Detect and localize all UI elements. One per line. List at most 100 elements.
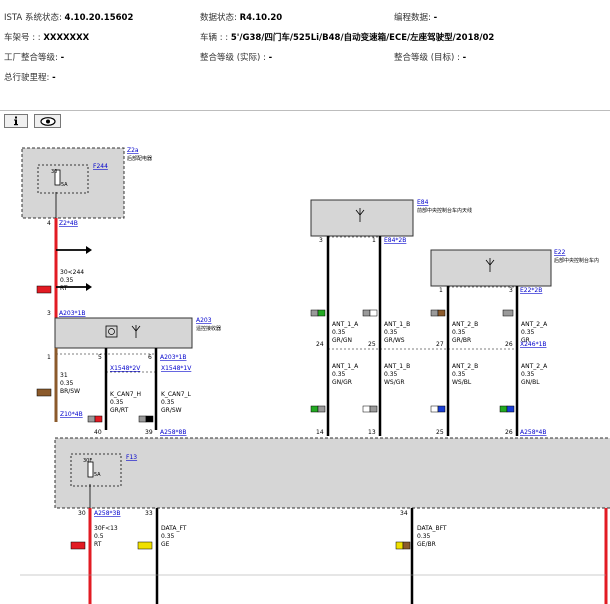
x246-pin-27: 27 bbox=[436, 341, 444, 348]
total-mileage: 总行驶里程: - bbox=[4, 73, 56, 83]
wire-color-swatch bbox=[499, 405, 508, 413]
wire-ant-2-b-name: ANT_2_B bbox=[452, 321, 478, 328]
wire-31-size: 0.35 bbox=[60, 380, 74, 387]
e22-pin-3: 3 bbox=[509, 287, 513, 294]
f244-fuse-frame bbox=[37, 164, 89, 194]
wire-30-244-color: RT bbox=[60, 285, 68, 292]
wire-31-color: BR/SW bbox=[60, 388, 80, 395]
wire-ant-1-a-size: 0.35 bbox=[332, 329, 346, 336]
wire-color-swatch bbox=[502, 309, 514, 317]
f13-fuse-icon bbox=[87, 461, 94, 478]
wire-color-swatch bbox=[36, 285, 52, 294]
wire-ant-2-a-lower-color: GN/BL bbox=[521, 379, 540, 386]
e22-id-link[interactable]: E22 bbox=[554, 249, 566, 256]
a203-connector-out-link[interactable]: A203*1B bbox=[160, 354, 187, 361]
e22-module-box[interactable] bbox=[430, 249, 552, 287]
e84-connector-link[interactable]: E84*2B bbox=[384, 237, 406, 244]
antenna-icon bbox=[355, 208, 365, 222]
a203-id-link[interactable]: A203 bbox=[196, 317, 212, 324]
a258-module-box[interactable] bbox=[54, 437, 610, 509]
header-divider bbox=[0, 110, 610, 111]
wire-30f-13-size: 0.5 bbox=[94, 533, 104, 540]
e84-id-link[interactable]: E84 bbox=[417, 199, 429, 206]
x1548-h-link[interactable]: X1548*2V bbox=[110, 365, 141, 372]
z10-connector-link[interactable]: Z10*4B bbox=[60, 411, 83, 418]
wire-30-244-name: 30<244 bbox=[60, 269, 84, 276]
wire-ant-2-b-lower-color: WS/BL bbox=[452, 379, 472, 386]
f244-pin: 30 bbox=[51, 169, 57, 175]
x246-connector-link[interactable]: X246*1B bbox=[520, 341, 547, 348]
wire-color-swatch bbox=[402, 541, 411, 550]
wire-color-swatch bbox=[437, 405, 446, 413]
wire-color-swatch bbox=[506, 405, 515, 413]
wire-ant-1-a-lower-color: GN/GR bbox=[332, 379, 352, 386]
wire-ant-1-b-lower-name: ANT_1_B bbox=[384, 363, 410, 370]
wire-color-swatch bbox=[36, 388, 52, 397]
a203-pin-in: 3 bbox=[47, 310, 51, 317]
wire-color-swatch bbox=[317, 309, 326, 317]
a258-connector-b-link[interactable]: A258*4B bbox=[520, 429, 547, 436]
wire-ant-2-a-lower-name: ANT_2_A bbox=[521, 363, 548, 370]
wire-k-can7-h-color: GR/RT bbox=[110, 407, 129, 414]
ista-status: ISTA 系统状态: 4.10.20.15602 bbox=[4, 13, 134, 23]
wire-data-ft-name: DATA_FT bbox=[161, 525, 187, 532]
info-button[interactable] bbox=[4, 114, 28, 128]
e22-connector-link[interactable]: E22*2B bbox=[520, 287, 542, 294]
a203-connector-in-link[interactable]: A203*1B bbox=[59, 310, 86, 317]
a203-module-box[interactable] bbox=[54, 317, 193, 349]
wire-ant-2-b-lower-name: ANT_2_B bbox=[452, 363, 478, 370]
e84-pin-1: 1 bbox=[372, 237, 376, 244]
z2a-pin-label: 4 bbox=[47, 220, 51, 227]
e84-description: 前部中央控制台车内天线 bbox=[417, 207, 472, 214]
wire-ant-1-a-lower-name: ANT_1_A bbox=[332, 363, 359, 370]
a258-pin-40: 40 bbox=[94, 429, 102, 436]
a203-pin-6: 6 bbox=[148, 354, 152, 361]
e84-module-box[interactable] bbox=[310, 199, 414, 237]
wire-ant-2-a-size: 0.35 bbox=[521, 329, 535, 336]
wire-color-swatch bbox=[362, 309, 371, 317]
receiver-icon-dial bbox=[108, 328, 115, 335]
a258-pin-33: 33 bbox=[145, 510, 153, 517]
wire-ant-1-a-lower-size: 0.35 bbox=[332, 371, 346, 378]
a258-pin-26: 26 bbox=[505, 429, 513, 436]
a258-pin-34: 34 bbox=[400, 510, 408, 517]
wire-ant-1-b-lower-color: WS/GR bbox=[384, 379, 405, 386]
x1548-l-link[interactable]: X1548*1V bbox=[161, 365, 192, 372]
z2a-module-box[interactable] bbox=[21, 147, 125, 219]
arrow-right-icon bbox=[86, 246, 92, 254]
wire-color-swatch bbox=[430, 405, 439, 413]
a258-pin-39: 39 bbox=[145, 429, 153, 436]
f13-fuse-frame bbox=[70, 453, 122, 487]
wire-color-swatch bbox=[145, 415, 154, 423]
f13-pin: 30F bbox=[83, 458, 92, 464]
wire-ant-1-b-color: GR/WS bbox=[384, 337, 405, 344]
vehicle-info-header: ISTA 系统状态: 4.10.20.15602 数据状态: R4.10.20 … bbox=[0, 0, 610, 98]
wire-ant-1-b-name: ANT_1_B bbox=[384, 321, 410, 328]
antenna-icon bbox=[485, 258, 495, 272]
view-button[interactable] bbox=[34, 114, 61, 128]
wire-30-244-size: 0.35 bbox=[60, 277, 74, 284]
a258-connector-a-link[interactable]: A258*8B bbox=[160, 429, 187, 436]
f244-id-link[interactable]: F244 bbox=[93, 163, 108, 170]
e22-pin-1: 1 bbox=[439, 287, 443, 294]
wire-data-ft-size: 0.35 bbox=[161, 533, 175, 540]
wire-color-swatch bbox=[369, 309, 378, 317]
z2a-connector-link[interactable]: Z2*4B bbox=[59, 220, 78, 227]
wire-color-swatch bbox=[310, 309, 319, 317]
f13-rating: 5A bbox=[94, 472, 101, 478]
a258-connector-c-link[interactable]: A258*3B bbox=[94, 510, 121, 517]
wire-color-swatch bbox=[70, 541, 86, 550]
z2a-id-link[interactable]: Z2a bbox=[127, 147, 139, 154]
wire-color-swatch bbox=[395, 541, 404, 550]
wire-ant-2-b-lower-size: 0.35 bbox=[452, 371, 466, 378]
wire-ant-1-b-lower-size: 0.35 bbox=[384, 371, 398, 378]
data-status: 数据状态: R4.10.20 bbox=[200, 13, 283, 23]
wire-color-swatch bbox=[430, 309, 439, 317]
chassis-number: 车架号 : : XXXXXXX bbox=[4, 33, 90, 43]
a258-pin-30: 30 bbox=[78, 510, 86, 517]
a203-description: 遥控接收器 bbox=[196, 325, 221, 332]
arrow-right-icon bbox=[86, 283, 92, 291]
integration-level-actual: 整合等级 (实际) : - bbox=[200, 53, 273, 63]
f13-id-link[interactable]: F13 bbox=[126, 454, 137, 461]
wiring-diagram: Z2a 后部配电器 30 5A F244 4 Z2*4B 30<244 0.35… bbox=[20, 147, 610, 604]
